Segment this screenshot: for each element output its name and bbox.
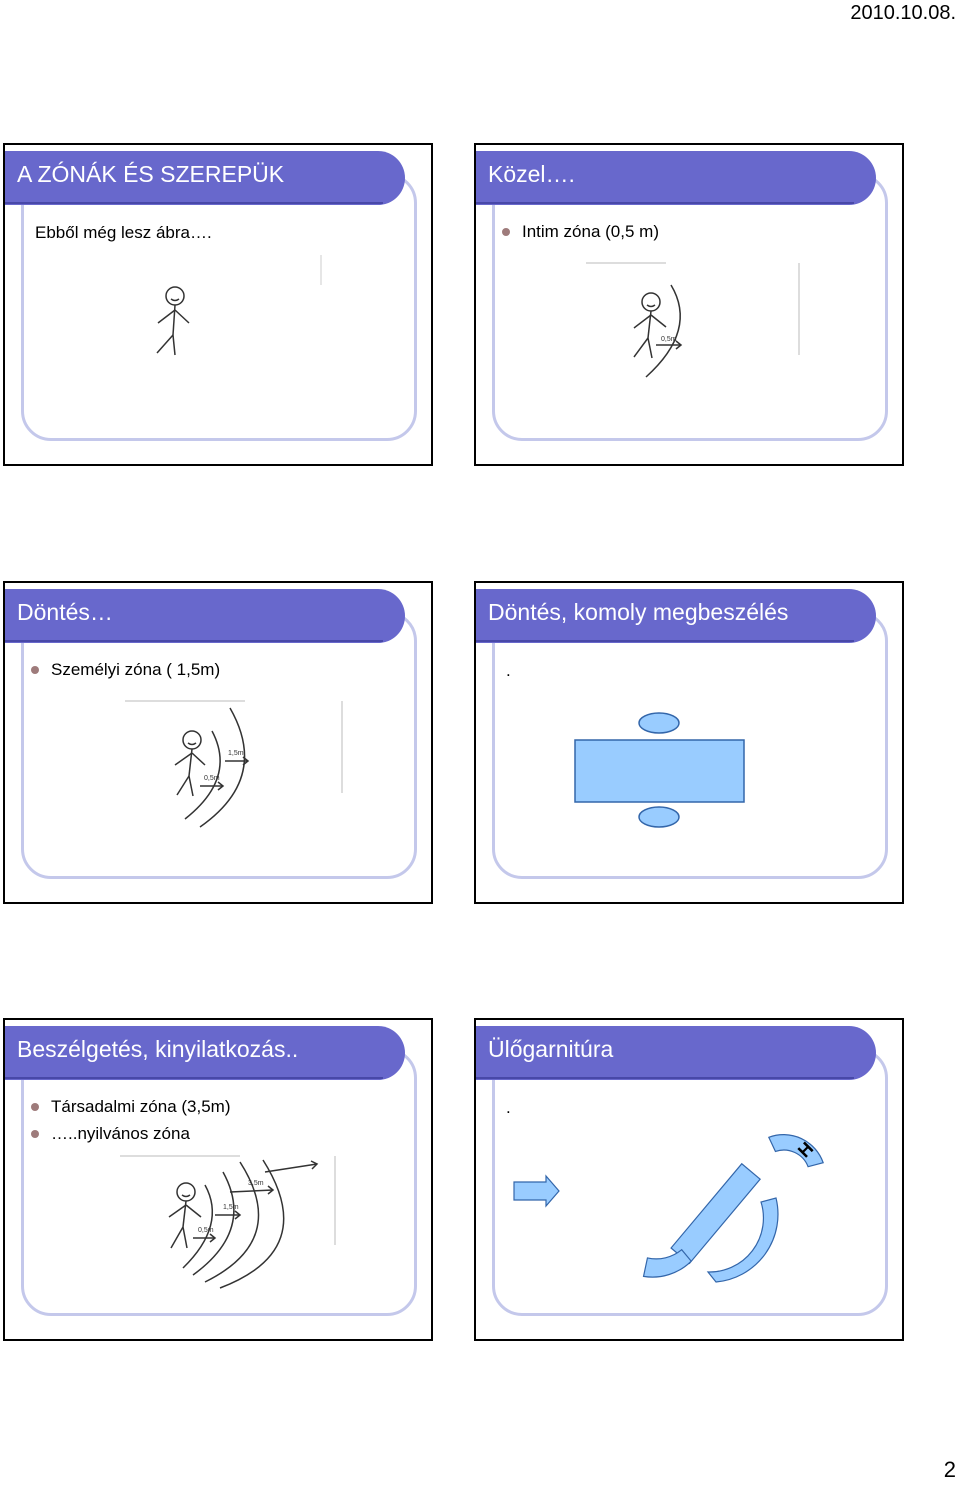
stick-figure-drawing [156, 255, 322, 356]
slide-text: Ebből még lesz ábra…. [35, 223, 212, 242]
sofa-shape [706, 1197, 779, 1283]
distance-label: 0,5m [204, 775, 220, 782]
bullet-item: Személyi zóna ( 1,5m) [31, 659, 220, 686]
slide-title-bar [5, 151, 405, 205]
distance-label: 1,5m [223, 1204, 239, 1211]
seating-arrangement-diagram: H [513, 1134, 824, 1283]
slide-title-underline [476, 202, 854, 204]
social-zone-drawing: 3,5m 1,5m 0,5m [120, 1155, 336, 1289]
slide-text: . [506, 1098, 511, 1117]
slide-title: Döntés… [17, 599, 113, 625]
distance-label: 3,5m [248, 1180, 264, 1187]
chair-shape [638, 806, 680, 828]
meeting-table-diagram [574, 712, 745, 828]
slide-title-underline [476, 1077, 854, 1079]
bullet-list: Társadalmi zóna (3,5m) …..nyilvános zóna [31, 1096, 231, 1150]
slide-title: Ülőgarnitúra [488, 1036, 614, 1062]
slide-1: A ZÓNÁK ÉS SZEREPÜK Ebből még lesz ábra…… [3, 143, 433, 466]
slide-title-bar [5, 1026, 405, 1080]
page-date: 2010.10.08. [850, 2, 956, 24]
intimate-zone-drawing: 0,5m [586, 262, 800, 378]
bullet-dot [31, 1130, 39, 1138]
slide-title-bar [476, 151, 876, 205]
distance-label: 0,5m [198, 1227, 214, 1234]
personal-zone-drawing: 1,5m 0,5m [125, 700, 343, 828]
armchair-top-shape [767, 1134, 824, 1168]
distance-label: 1,5m [228, 750, 244, 757]
bullet-list: Intim zóna (0,5 m) [502, 221, 659, 248]
slide-title-underline [5, 1077, 383, 1079]
slide-6: Ülőgarnitúra . H [474, 1018, 904, 1341]
slide-5: Beszélgetés, kinyilatkozás.. Társadalmi … [3, 1018, 433, 1341]
slide-title-underline [5, 202, 383, 204]
slide-title: A ZÓNÁK ÉS SZEREPÜK [17, 161, 285, 187]
chair-shape [638, 712, 680, 734]
slide-title-underline [476, 640, 854, 642]
slide-title: Döntés, komoly megbeszélés [488, 599, 789, 625]
armchair-left-shape [642, 1248, 693, 1278]
bullet-list: Személyi zóna ( 1,5m) [31, 659, 220, 686]
bullet-item: …..nyilvános zóna [31, 1123, 231, 1150]
bullet-dot [31, 666, 39, 674]
slide-title-bar [5, 589, 405, 643]
table-shape [574, 739, 745, 803]
page-number: 2 [943, 1457, 956, 1482]
bullet-dot [31, 1103, 39, 1111]
slide-title-bar [476, 1026, 876, 1080]
distance-label: 0,5m [661, 336, 677, 343]
bullet-item: Intim zóna (0,5 m) [502, 221, 659, 248]
slide-title-bar [476, 589, 876, 643]
arrow-right-shape [513, 1174, 560, 1208]
bullet-item: Társadalmi zóna (3,5m) [31, 1096, 231, 1123]
bullet-dot [502, 228, 510, 236]
slide-title: Közel…. [488, 161, 575, 187]
slide-title-underline [5, 640, 383, 642]
slide-2: Közel…. Intim zóna (0,5 m) 0,5m [474, 143, 904, 466]
coffee-table-shape [670, 1162, 761, 1265]
slide-text: . [506, 661, 511, 680]
slide-title: Beszélgetés, kinyilatkozás.. [17, 1036, 299, 1062]
slide-3: Döntés… Személyi zóna ( 1,5m) 1,5m 0,5m [3, 581, 433, 904]
slide-4: Döntés, komoly megbeszélés . [474, 581, 904, 904]
